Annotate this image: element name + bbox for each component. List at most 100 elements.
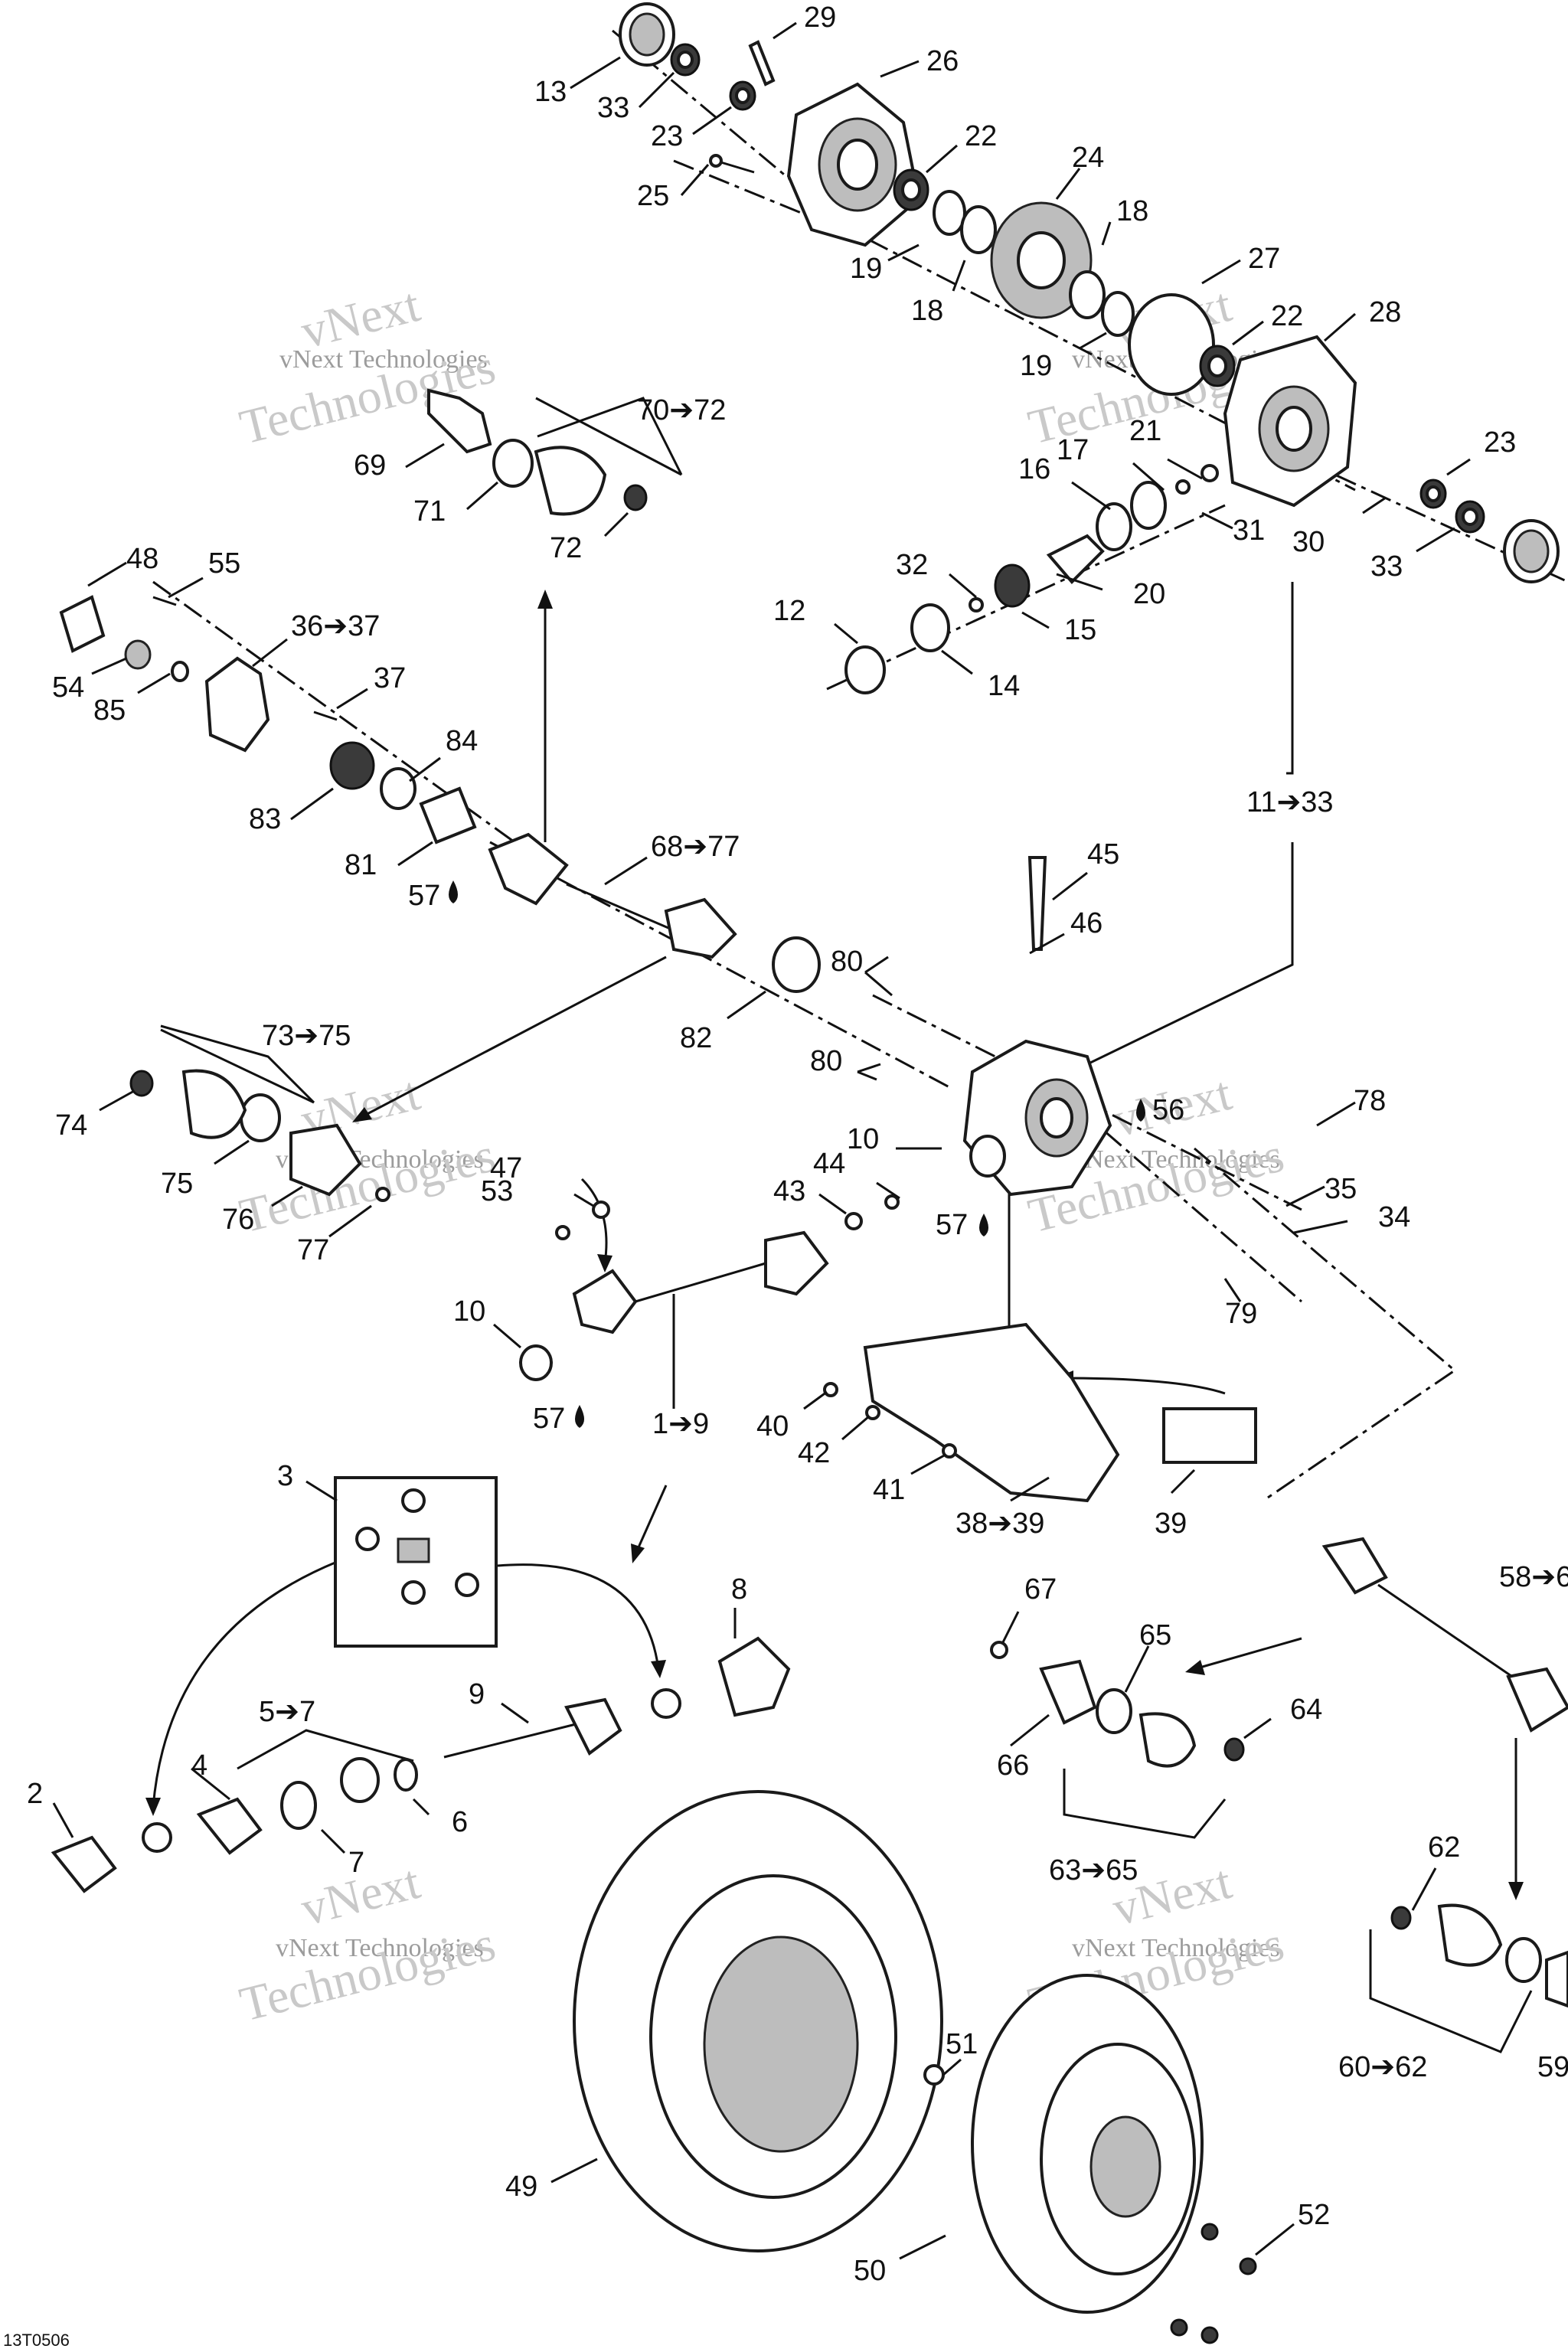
callout-23: 23 xyxy=(1484,426,1516,459)
part-cv-joint-59 xyxy=(1390,1903,1568,2008)
leader-line xyxy=(1101,221,1112,246)
leader-line xyxy=(87,561,127,587)
leader-line xyxy=(191,1767,230,1801)
callout-31: 31 xyxy=(1233,514,1265,547)
callout-84: 84 xyxy=(446,725,478,757)
callout-55: 55 xyxy=(208,547,240,580)
arrow-line xyxy=(580,1178,608,1264)
seal-inner-icon xyxy=(629,12,665,57)
leader-line xyxy=(320,1828,346,1854)
ring-84-icon xyxy=(380,767,416,810)
leader-line xyxy=(876,1181,900,1200)
washer-31-icon xyxy=(1175,479,1191,495)
leader-line xyxy=(818,1193,847,1215)
leader-line xyxy=(290,787,334,821)
part-shim-18b xyxy=(1069,270,1106,319)
callout-9: 9 xyxy=(469,1678,485,1710)
bearing-81-icon xyxy=(419,786,477,844)
callout-28: 28 xyxy=(1369,296,1401,328)
cap-icon xyxy=(455,1573,479,1597)
bracket-line xyxy=(1086,842,1294,1066)
callout-79: 79 xyxy=(1225,1298,1257,1330)
leader-line xyxy=(834,622,858,645)
lug-nut-icon xyxy=(1170,2318,1188,2337)
callout-38-39: 38➔39 xyxy=(956,1508,1044,1540)
callout-17: 17 xyxy=(1057,434,1089,466)
bearing-bore-icon xyxy=(1426,485,1441,502)
cap-icon xyxy=(355,1527,380,1551)
clamp-62-icon xyxy=(1390,1906,1412,1930)
seal-inner-icon xyxy=(1513,529,1550,573)
clamp-64-icon xyxy=(1223,1737,1245,1762)
callout-71: 71 xyxy=(413,495,446,528)
callout-76: 76 xyxy=(222,1204,254,1236)
callout-1-9: 1➔9 xyxy=(652,1408,709,1440)
callout-50: 50 xyxy=(854,2255,886,2287)
part-pinion-group xyxy=(844,464,1219,694)
part-tire-49 xyxy=(573,1790,943,2252)
arrow-line xyxy=(1063,1377,1226,1395)
callout-8: 8 xyxy=(731,1573,747,1606)
arrow-head-icon xyxy=(631,1544,645,1563)
callout-5-7: 5➔7 xyxy=(259,1696,315,1728)
part-u-joint-kit-3 xyxy=(334,1476,498,1648)
cross-icon xyxy=(651,1688,681,1719)
callout-2: 2 xyxy=(27,1778,43,1810)
leader-line xyxy=(1170,1468,1196,1494)
part-bearing-33a xyxy=(670,43,701,77)
callout-82: 82 xyxy=(680,1022,712,1054)
o-ring-icon xyxy=(1128,293,1215,396)
callout-16: 16 xyxy=(1018,453,1050,485)
leader-line xyxy=(409,756,441,782)
leader-line xyxy=(942,2058,962,2076)
callout-69: 69 xyxy=(354,449,386,482)
leader-line xyxy=(1243,1717,1272,1740)
bracket-line xyxy=(160,1024,315,1104)
callout-3: 3 xyxy=(277,1460,293,1492)
leader-line xyxy=(501,1702,529,1724)
washer-44-icon xyxy=(884,1194,900,1210)
callout-46: 46 xyxy=(1070,907,1102,939)
callout-57: 57 xyxy=(936,1209,968,1241)
shaft-icon xyxy=(1377,1583,1524,1686)
shaft-icon xyxy=(566,883,675,932)
shim-17-icon xyxy=(1130,481,1167,530)
callout-4: 4 xyxy=(191,1749,207,1782)
cap-icon xyxy=(401,1580,426,1605)
leader-line xyxy=(1223,1278,1242,1302)
yoke-icon xyxy=(572,1269,638,1334)
callout-7: 7 xyxy=(348,1847,364,1879)
bolt-40-icon xyxy=(823,1382,838,1397)
clamp-65-icon xyxy=(1096,1688,1132,1734)
watermark-text: vNext Technologies xyxy=(1072,1934,1280,1962)
callout-22: 22 xyxy=(1271,300,1303,332)
leader-line xyxy=(570,56,621,90)
part-housing-28 xyxy=(1223,335,1357,508)
leader-line xyxy=(52,1802,74,1838)
leader-line xyxy=(1411,1867,1437,1911)
part-cv-joint-66 xyxy=(990,1641,1245,1768)
part-driveshaft-58 xyxy=(1321,1537,1568,1733)
part-driveshaft-68 xyxy=(488,832,821,993)
arrow-line xyxy=(1194,1637,1302,1671)
callout-10: 10 xyxy=(453,1295,485,1328)
bearing-15-icon xyxy=(994,564,1031,608)
bolt-47-icon xyxy=(592,1200,610,1219)
part-guard-38 xyxy=(823,1322,1257,1503)
watermark-text: vNext Technologies xyxy=(1072,1145,1280,1174)
wheel-hub-icon xyxy=(1089,2115,1161,2218)
callout-33: 33 xyxy=(597,92,629,124)
leader-line xyxy=(466,481,498,511)
callout-34: 34 xyxy=(1378,1201,1410,1233)
callout-78: 78 xyxy=(1354,1085,1386,1117)
part-shim-19b xyxy=(1101,291,1135,337)
leader-line xyxy=(1010,1476,1050,1502)
leader-line xyxy=(1010,1713,1050,1747)
shaft-joint-icon xyxy=(664,897,737,959)
callout-40: 40 xyxy=(756,1410,789,1442)
ring-6-icon xyxy=(394,1758,418,1792)
leader-line xyxy=(952,260,966,292)
oil-drop-icon xyxy=(1136,1099,1145,1122)
valve-51-icon xyxy=(923,2064,945,2086)
